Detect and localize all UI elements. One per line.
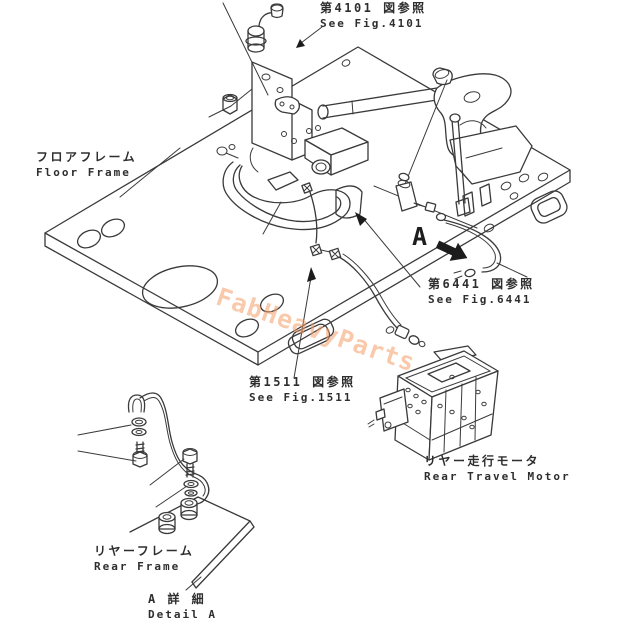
label-fig6441: 第6441 図参照 See Fig.6441 xyxy=(428,277,535,306)
label-fig1511-en: See Fig.1511 xyxy=(249,390,353,404)
rubber-bushing xyxy=(180,497,198,521)
label-floor-frame-jp: フロアフレーム xyxy=(36,150,138,164)
label-detail-a-en: Detail A xyxy=(148,607,217,621)
label-rear-travel-motor: リヤー走行モータ Rear Travel Motor xyxy=(424,454,571,483)
section-arrow-icon xyxy=(435,240,468,261)
motor-bolt-holes xyxy=(405,374,487,430)
label-fig1511: 第1511 図参照 See Fig.1511 xyxy=(249,375,356,404)
pointer-arrowhead-icon xyxy=(355,212,367,226)
mount-bracket-plate xyxy=(251,61,313,161)
label-rear-frame-jp: リヤーフレーム xyxy=(94,544,195,558)
label-fig4101: 第4101 図参照 See Fig.4101 xyxy=(320,1,427,30)
rear-travel-motor xyxy=(367,345,499,461)
label-rear-travel-motor-jp: リヤー走行モータ xyxy=(424,454,541,468)
label-floor-frame-en: Floor Frame xyxy=(36,165,131,179)
grease-fitting xyxy=(222,2,284,96)
label-fig1511-jp: 第1511 図参照 xyxy=(249,375,356,389)
label-detail-a: A 詳 細 Detail A xyxy=(148,592,217,621)
pressure-sensor xyxy=(373,172,478,229)
label-fig6441-en: See Fig.6441 xyxy=(428,292,532,306)
floor-frame-plate xyxy=(44,46,571,366)
label-rear-frame-en: Rear Frame xyxy=(94,559,181,573)
label-fig4101-jp: 第4101 図参照 xyxy=(320,1,427,15)
label-fig6441-jp: 第6441 図参照 xyxy=(428,277,535,291)
hook-bracket xyxy=(530,190,568,224)
pointer-arrowhead-icon xyxy=(307,267,316,282)
label-floor-frame: フロアフレーム Floor Frame xyxy=(36,150,138,179)
pointer-arrowhead-icon xyxy=(296,39,305,48)
label-detail-a-jp: A 詳 細 xyxy=(148,592,207,606)
hex-nut xyxy=(208,88,253,118)
label-rear-frame: リヤーフレーム Rear Frame xyxy=(94,544,195,573)
pilot-lever-assembly xyxy=(317,67,533,217)
handle-slot xyxy=(287,318,335,355)
detail-a-parts xyxy=(77,392,210,591)
section-marker-a: A xyxy=(412,222,428,251)
wire-harness-6441 xyxy=(435,212,528,280)
label-fig4101-en: See Fig.4101 xyxy=(320,16,424,30)
rubber-bushing xyxy=(158,511,176,535)
wire-harness-1511 xyxy=(293,191,426,379)
control-valve-assembly xyxy=(216,125,369,235)
leader-lines xyxy=(119,26,421,288)
label-rear-travel-motor-en: Rear Travel Motor xyxy=(424,469,571,483)
